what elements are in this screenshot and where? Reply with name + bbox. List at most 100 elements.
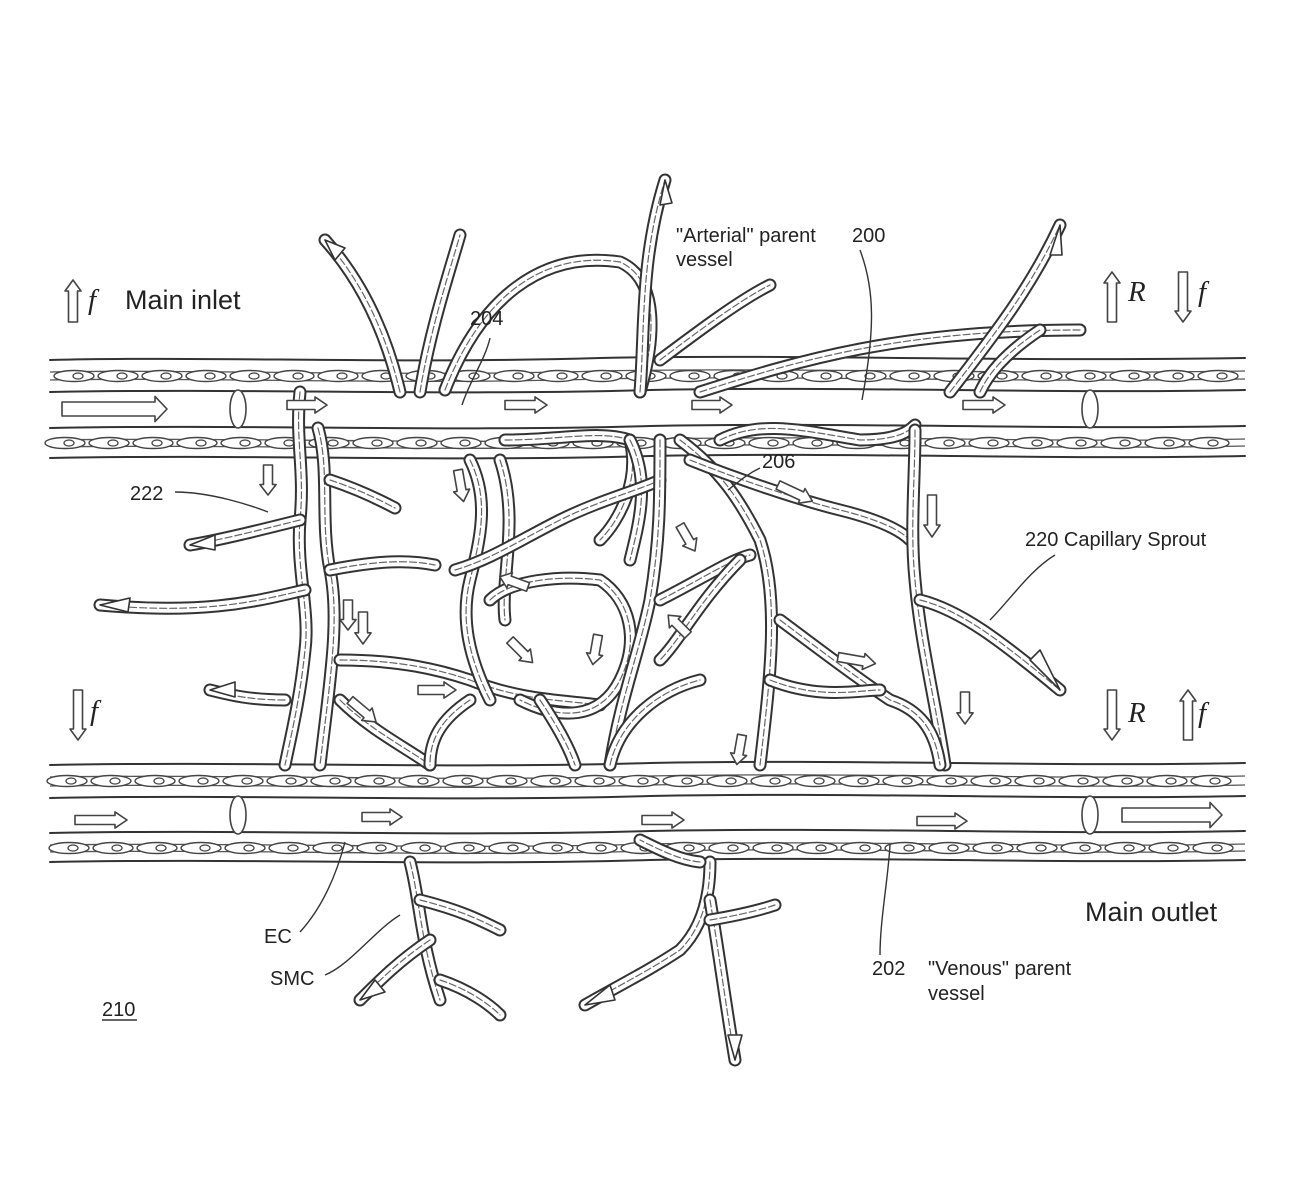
capillary-lumen bbox=[100, 590, 305, 608]
inlet-valve bbox=[230, 390, 246, 428]
capillary-lumen bbox=[420, 900, 500, 930]
arterial-vessel-word: vessel bbox=[676, 249, 733, 271]
capillary-flow-arrow bbox=[355, 612, 371, 644]
cell-nucleus bbox=[1120, 440, 1130, 446]
arterial-parent-label: "Arterial" parent bbox=[676, 225, 816, 247]
cell-nucleus bbox=[1129, 373, 1139, 379]
cell-nucleus bbox=[293, 373, 303, 379]
inlet-f-symbol: f bbox=[88, 284, 100, 316]
cell-nucleus bbox=[1032, 440, 1042, 446]
capillary-lumen bbox=[440, 980, 500, 1015]
cell-nucleus bbox=[860, 845, 870, 851]
cell-nucleus bbox=[726, 778, 736, 784]
cell-nucleus bbox=[337, 373, 347, 379]
cell-nucleus bbox=[946, 778, 956, 784]
cell-nucleus bbox=[689, 373, 699, 379]
cell-nucleus bbox=[904, 845, 914, 851]
venous-f-symbol: f bbox=[90, 695, 102, 727]
capillary-flow-arrow bbox=[505, 397, 547, 413]
cell-nucleus bbox=[68, 845, 78, 851]
arterial-r-symbol: R bbox=[1127, 276, 1146, 308]
venous-f-arrow bbox=[70, 690, 86, 740]
cell-nucleus bbox=[110, 778, 120, 784]
cell-nucleus bbox=[812, 440, 822, 446]
venous-start-valve bbox=[230, 796, 246, 834]
ec-label: EC bbox=[264, 926, 292, 948]
capillary-flow-arrow bbox=[963, 397, 1005, 413]
cell-nucleus bbox=[73, 373, 83, 379]
cell-nucleus bbox=[460, 440, 470, 446]
cell-nucleus bbox=[988, 440, 998, 446]
capillary-flow-arrow bbox=[362, 809, 402, 825]
venous-vessel-word: vessel bbox=[928, 983, 985, 1005]
cell-nucleus bbox=[1164, 440, 1174, 446]
outlet-valve bbox=[1082, 796, 1098, 834]
cell-nucleus bbox=[638, 778, 648, 784]
cell-nucleus bbox=[198, 778, 208, 784]
capillary-vessel bbox=[325, 240, 400, 392]
main-outlet-label: Main outlet bbox=[1085, 897, 1218, 927]
capillary-flow-arrow bbox=[587, 634, 603, 664]
ref-204: 204 bbox=[470, 308, 503, 330]
cell-nucleus bbox=[816, 845, 826, 851]
cell-nucleus bbox=[513, 373, 523, 379]
cell-nucleus bbox=[244, 845, 254, 851]
cell-nucleus bbox=[200, 845, 210, 851]
capillary-flow-arrow bbox=[692, 397, 732, 413]
figure-reference-210: 210 bbox=[102, 999, 135, 1021]
capillary-flow-arrow bbox=[454, 469, 470, 501]
cell-nucleus bbox=[1208, 440, 1218, 446]
outlet-f-symbol: f bbox=[1198, 697, 1210, 729]
cell-nucleus bbox=[1173, 373, 1183, 379]
cell-nucleus bbox=[464, 845, 474, 851]
venous-parent-label: "Venous" parent bbox=[928, 958, 1072, 980]
cell-nucleus bbox=[1078, 778, 1088, 784]
cell-nucleus bbox=[1210, 778, 1220, 784]
cell-nucleus bbox=[420, 845, 430, 851]
cell-nucleus bbox=[1212, 845, 1222, 851]
cell-nucleus bbox=[1124, 845, 1134, 851]
cell-nucleus bbox=[154, 778, 164, 784]
cell-nucleus bbox=[768, 440, 778, 446]
cell-nucleus bbox=[242, 778, 252, 784]
cell-nucleus bbox=[64, 440, 74, 446]
capillary-flow-arrow bbox=[260, 465, 276, 495]
cell-nucleus bbox=[948, 845, 958, 851]
cell-nucleus bbox=[770, 778, 780, 784]
cell-nucleus bbox=[196, 440, 206, 446]
cell-nucleus bbox=[376, 845, 386, 851]
capillary-lumen bbox=[330, 480, 395, 508]
cell-nucleus bbox=[992, 845, 1002, 851]
capillary-flow-arrow bbox=[418, 682, 456, 698]
cell-nucleus bbox=[249, 373, 259, 379]
cell-nucleus bbox=[1041, 373, 1051, 379]
capillary-flow-arrow bbox=[957, 692, 973, 724]
cell-nucleus bbox=[112, 845, 122, 851]
arterial-r-arrow bbox=[1104, 272, 1120, 322]
capillary-flow-arrow bbox=[340, 600, 356, 630]
cell-nucleus bbox=[240, 440, 250, 446]
cell-nucleus bbox=[728, 845, 738, 851]
cell-nucleus bbox=[557, 373, 567, 379]
cell-nucleus bbox=[596, 845, 606, 851]
venous-ref-number: 202 bbox=[872, 958, 905, 980]
cell-nucleus bbox=[1168, 845, 1178, 851]
capillary-flow-arrow bbox=[924, 495, 940, 537]
cell-nucleus bbox=[1036, 845, 1046, 851]
cell-nucleus bbox=[288, 845, 298, 851]
cell-nucleus bbox=[416, 440, 426, 446]
smc-label: SMC bbox=[270, 968, 314, 990]
cell-nucleus bbox=[66, 778, 76, 784]
cell-nucleus bbox=[1166, 778, 1176, 784]
cell-nucleus bbox=[1076, 440, 1086, 446]
capillary-flow-arrow bbox=[507, 637, 533, 663]
ref-206: 206 bbox=[762, 451, 795, 473]
outlet-f-arrow bbox=[1180, 690, 1196, 740]
cell-nucleus bbox=[161, 373, 171, 379]
outlet-r-symbol: R bbox=[1127, 697, 1146, 729]
cell-nucleus bbox=[684, 845, 694, 851]
cell-nucleus bbox=[1034, 778, 1044, 784]
cell-nucleus bbox=[462, 778, 472, 784]
cell-nucleus bbox=[1122, 778, 1132, 784]
